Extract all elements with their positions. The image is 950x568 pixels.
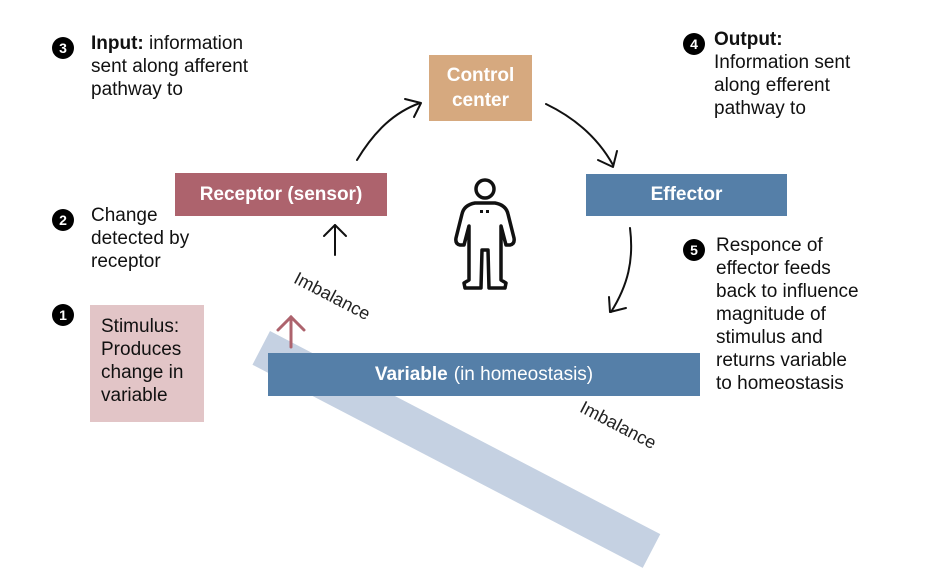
stimulus-line: Produces [101, 339, 182, 360]
step-5-line: effector feeds [716, 258, 831, 279]
person-buttons-icon [480, 210, 489, 213]
step-5-line: returns variable [716, 350, 847, 371]
step-4-bold: Output: [714, 29, 783, 50]
step-5-line: back to influence [716, 281, 859, 302]
step-3-line: pathway to [91, 79, 183, 100]
arrow-control-to-effector [545, 103, 618, 168]
step-5-text: Responce of effector feeds back to influ… [716, 234, 859, 395]
step-badge-3: 3 [52, 37, 74, 59]
stimulus-line: variable [101, 385, 168, 406]
variable-label-bold: Variable [374, 363, 448, 385]
stimulus-line: change in [101, 362, 184, 383]
variable-box: Variable (in homeostasis) [268, 353, 700, 396]
step-5-line: to homeostasis [716, 373, 844, 394]
arrow-receptor-to-control [356, 98, 422, 161]
step-4-line: pathway to [714, 98, 806, 119]
person-icon [454, 178, 516, 290]
step-2-line: receptor [91, 251, 161, 272]
arrow-effector-to-variable [608, 227, 633, 313]
step-3-line: information [149, 33, 244, 54]
step-5-line: Responce of [716, 235, 823, 256]
control-center-box: Control center [429, 55, 532, 121]
step-4-line: along efferent [714, 75, 830, 96]
receptor-box: Receptor (sensor) [175, 173, 387, 216]
stimulus-box: Stimulus: Produces change in variable [90, 305, 204, 422]
step-4-text: Output: Information sent along efferent … [714, 28, 850, 120]
step-badge-4: 4 [683, 33, 705, 55]
step-2-text: Change detected by receptor [91, 204, 189, 273]
control-center-line2: center [451, 90, 510, 111]
stimulus-line: Stimulus: [101, 316, 180, 337]
effector-label: Effector [650, 184, 723, 205]
step-2-line: Change [91, 205, 158, 226]
step-5-line: stimulus and [716, 327, 823, 348]
step-4-line: Information sent [714, 52, 851, 73]
stimulus-up-arrow-icon [276, 314, 306, 349]
step-badge-1: 1 [52, 304, 74, 326]
step-3-text: Input: information sent along afferent p… [91, 32, 248, 101]
effector-box: Effector [586, 174, 787, 216]
connectors-layer [276, 98, 633, 349]
step-5-line: magnitude of [716, 304, 826, 325]
control-center-line1: Control [446, 65, 515, 86]
step-2-line: detected by [91, 228, 190, 249]
step-3-line: sent along afferent [91, 56, 249, 77]
step-badge-2: 2 [52, 209, 74, 231]
arrow-up-to-receptor [323, 224, 347, 256]
step-badge-5: 5 [683, 239, 705, 261]
variable-label-rest: (in homeostasis) [453, 363, 594, 385]
receptor-label: Receptor (sensor) [199, 183, 363, 205]
step-3-bold: Input: [91, 33, 144, 54]
